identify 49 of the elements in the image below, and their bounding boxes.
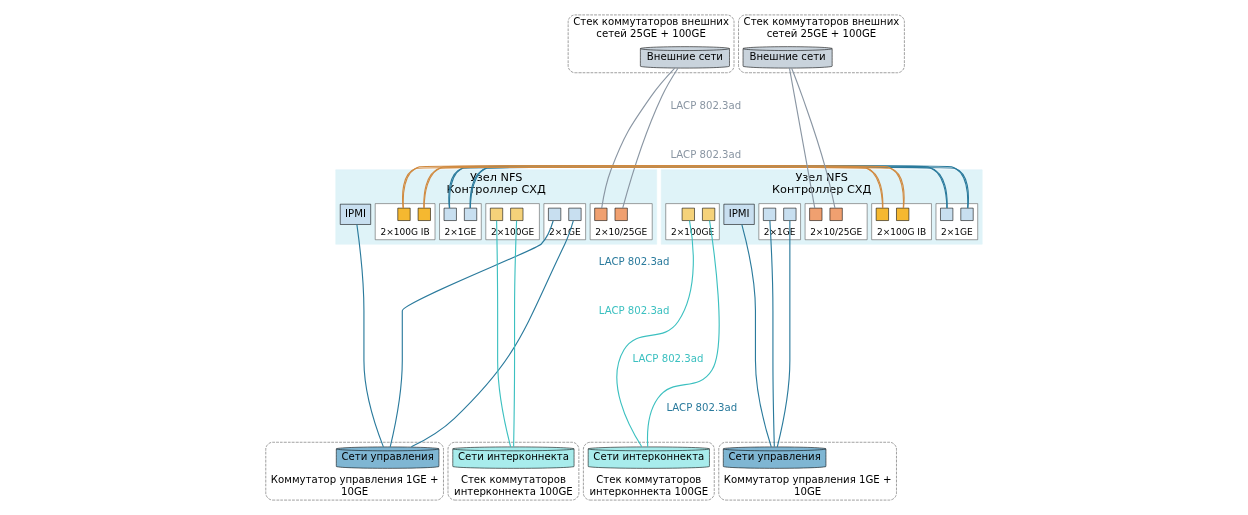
node-box [464, 207, 478, 221]
connector [616, 220, 694, 448]
label: LACP 802.3ad [632, 353, 704, 365]
label: LACP 802.3ad [666, 401, 738, 413]
node-box [614, 207, 628, 221]
node-box [548, 207, 562, 221]
label: LACP 802.3ad [598, 304, 670, 316]
node-box [397, 207, 411, 221]
node-box [490, 207, 503, 221]
connector [741, 224, 772, 448]
connector [769, 220, 775, 448]
node-box: IPMI [339, 203, 371, 225]
connector [788, 67, 816, 209]
cluster: 2×100G IB [871, 203, 932, 240]
node-box [443, 207, 457, 221]
connector [410, 220, 574, 448]
connector [601, 67, 676, 209]
connector [496, 220, 512, 448]
node-box [681, 207, 695, 221]
connector [646, 220, 720, 448]
node-box [783, 207, 797, 221]
cluster: 2×100GE [665, 203, 720, 240]
connector [776, 220, 791, 448]
node-box [510, 207, 524, 221]
node-box [568, 207, 582, 221]
connector [622, 67, 679, 209]
label: LACP 802.3ad [598, 256, 670, 268]
node-box [940, 207, 954, 221]
node-box [809, 207, 823, 221]
node-box [702, 207, 716, 221]
cluster: 2×10/25GE [804, 203, 868, 240]
node-box [594, 207, 608, 221]
node-box [829, 207, 843, 221]
cluster: 2×10/25GE [589, 203, 653, 240]
connector [791, 67, 836, 209]
node-box [960, 207, 974, 221]
cluster: 2×1GE [935, 203, 978, 240]
node-box [417, 207, 431, 221]
label: LACP 802.3ad [670, 148, 742, 160]
connector [389, 220, 554, 448]
cluster: 2×1GE [439, 203, 482, 240]
connector [356, 224, 384, 448]
node-box: IPMI [723, 203, 755, 225]
label: LACP 802.3ad [670, 100, 742, 112]
node-box [896, 207, 910, 221]
cluster: 2×100G IB [374, 203, 436, 240]
node-box [875, 207, 889, 221]
connector [513, 220, 518, 448]
node-box [763, 207, 777, 221]
